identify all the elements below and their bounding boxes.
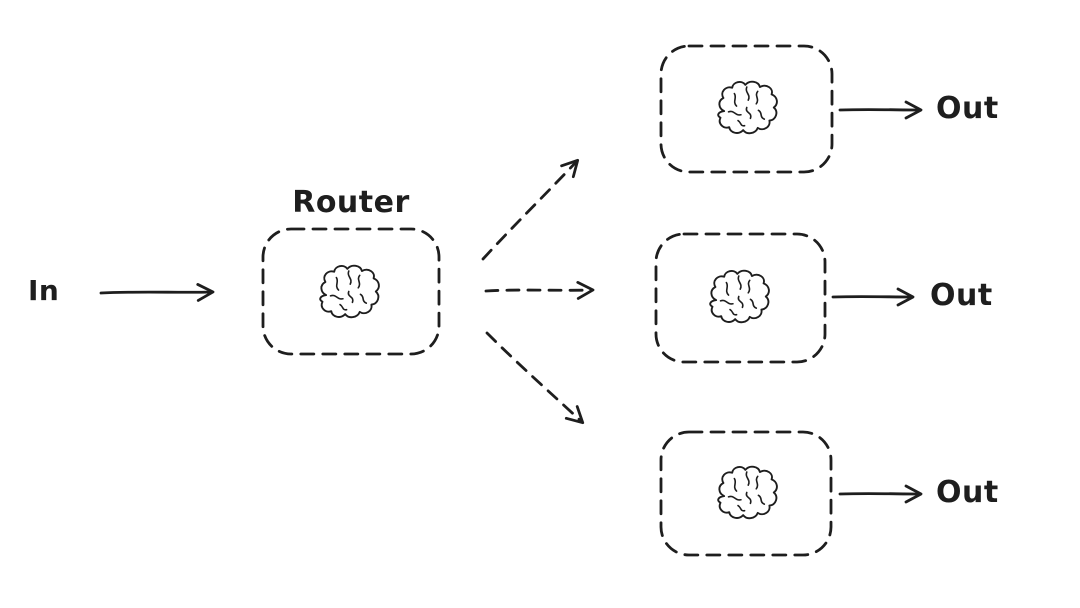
output-label-2: Out [930,278,993,313]
route-arrow-bottom [485,331,585,425]
output-box-2 [654,232,827,364]
router-box [261,227,441,356]
brain-icon [319,264,380,319]
output-box-1 [659,44,834,174]
output-box-3 [659,430,833,557]
route-arrow-top [481,158,580,261]
input-arrow [99,283,215,302]
input-label: In [28,274,60,307]
brain-icon [717,80,778,135]
output-label-3: Out [936,475,999,510]
router-label: Router [292,185,410,220]
brain-icon [717,465,778,520]
output-label-1: Out [936,91,999,126]
brain-icon [709,269,770,324]
route-arrow-middle [484,281,595,300]
